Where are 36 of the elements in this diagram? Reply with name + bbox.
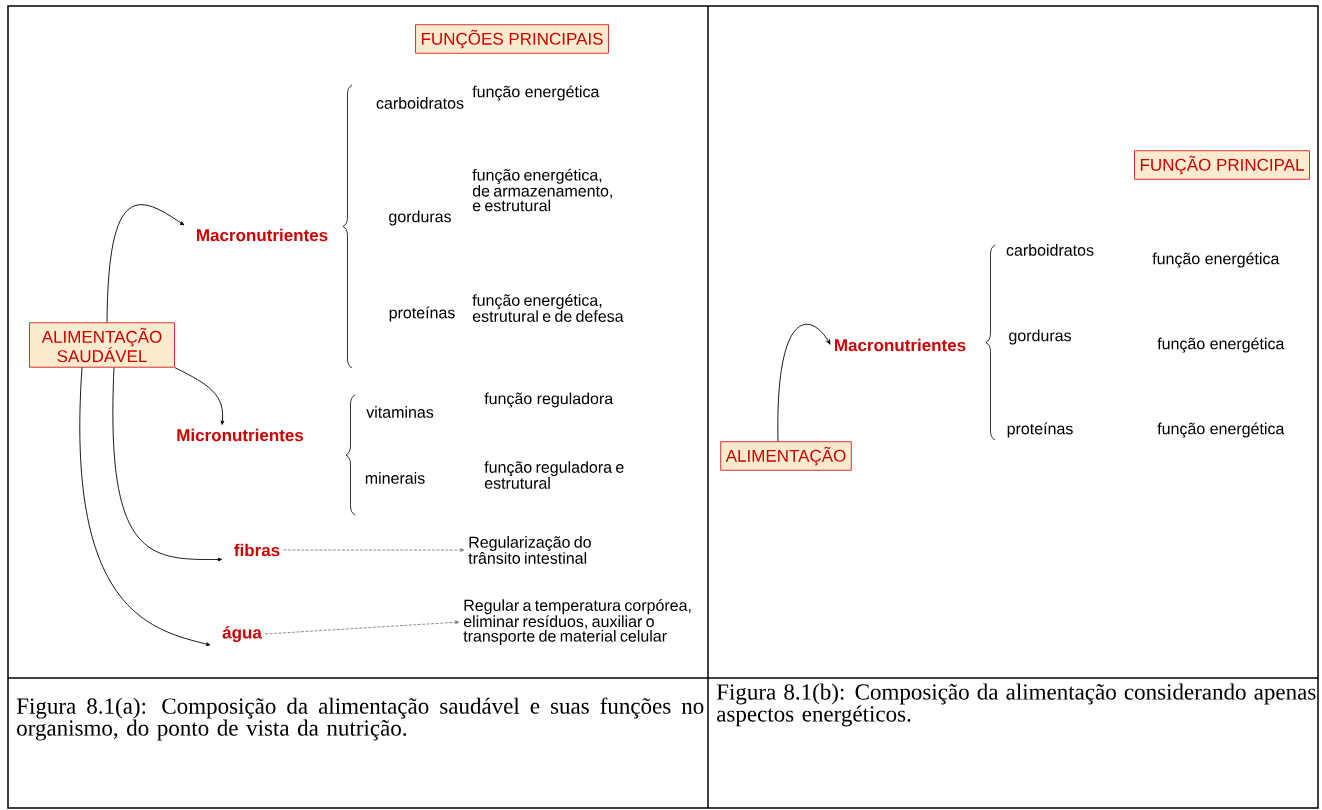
curved-arrow: [79, 367, 211, 646]
nutrient-label: carboidratos: [376, 97, 464, 109]
nutrient-label: minerais: [365, 472, 425, 484]
dashed-arrow: [282, 548, 465, 552]
title-box: ALIMENTAÇÃO: [720, 441, 852, 471]
curved-arrow: [112, 367, 222, 562]
nutrient-label: carboidratos: [1006, 244, 1094, 256]
dashed-arrow: [264, 620, 460, 635]
curved-arrow: [106, 204, 185, 323]
category-label: fibras: [234, 543, 280, 557]
figure-caption: Figura 8.1(a): Composição da alimentação saudável e suas funções no organismo, do ponto de vista da nutrição.: [16, 697, 704, 741]
nutrient-label: proteínas: [389, 306, 455, 322]
function-text: função energética: [1157, 422, 1285, 438]
nutrient-label: proteínas: [1007, 422, 1073, 438]
function-text: função reguladora: [484, 392, 614, 408]
figure-caption: Figura 8.1(b): Composição da alimentação considerando apenas aspectos energéticos.: [716, 683, 1316, 727]
function-text: função reguladora e estrutural: [484, 461, 624, 489]
nutrient-label: vitaminas: [366, 406, 434, 418]
function-text: função energética: [472, 85, 600, 101]
title-box: ALIMENTAÇÃO SAUDÁVEL: [29, 322, 175, 368]
nutrient-label: gorduras: [389, 210, 451, 226]
function-text: função energética: [1152, 252, 1280, 268]
curved-arrow: [777, 323, 831, 442]
function-text: função energética, estrutural e de defesa: [472, 294, 624, 322]
category-label: Macronutrientes: [835, 338, 966, 352]
nutrient-label: gorduras: [1009, 329, 1071, 345]
category-label: Macronutrientes: [197, 228, 328, 242]
function-text: Regular a temperatura corpórea, eliminar resíduos, auxiliar o transporte de material celular: [463, 599, 691, 645]
title-box: FUNÇÕES PRINCIPAIS: [415, 24, 609, 54]
function-text: função energética: [1157, 337, 1285, 353]
title-box: FUNÇÃO PRINCIPAL: [1134, 150, 1310, 180]
function-text: função energética, de armazenamento, e estrutural: [472, 168, 612, 212]
curved-arrow: [174, 367, 225, 425]
category-label: água: [222, 625, 262, 643]
function-text: Regularização do trânsito intestinal: [468, 536, 591, 564]
category-label: Micronutrientes: [177, 428, 304, 442]
